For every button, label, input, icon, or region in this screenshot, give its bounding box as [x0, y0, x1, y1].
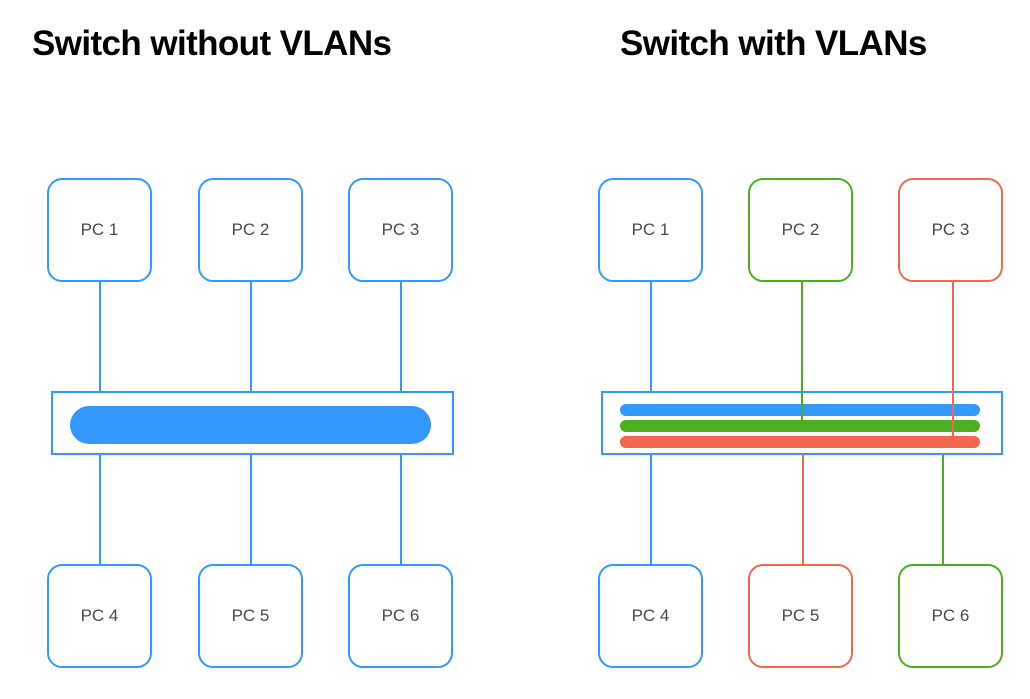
backplane-bar-vlan-blue: [620, 404, 980, 416]
backplane-bar-default-vlan: [70, 406, 431, 444]
page-title-left: Switch without VLANs: [32, 24, 392, 63]
pc-node-label: PC 6: [381, 606, 420, 625]
backplane-bar-vlan-red: [620, 436, 980, 448]
pc-node-label: PC 4: [631, 606, 670, 625]
pc-node-label: PC 5: [231, 606, 270, 625]
pc-node-label: PC 4: [80, 606, 119, 625]
link-pc2-to-green-bar: [801, 282, 803, 427]
pc-node-pc1-left[interactable]: PC 1: [47, 178, 152, 282]
pc-node-pc5-left[interactable]: PC 5: [198, 564, 303, 668]
pc-node-label: PC 5: [781, 606, 820, 625]
backplane-bar-vlan-green: [620, 420, 980, 432]
pc-node-label: PC 2: [781, 220, 820, 239]
pc-node-label: PC 1: [631, 220, 670, 239]
pc-node-pc2-right[interactable]: PC 2: [748, 178, 853, 282]
pc-node-pc1-right[interactable]: PC 1: [598, 178, 703, 282]
panel-with-vlans: Switch with VLANs PC 1 PC 2 PC 3 PC 4: [515, 0, 1030, 699]
pc-node-pc5-right[interactable]: PC 5: [748, 564, 853, 668]
link-pc3-to-red-bar: [952, 282, 954, 446]
pc-node-pc3-left[interactable]: PC 3: [348, 178, 453, 282]
page-title-right: Switch with VLANs: [620, 24, 927, 63]
panel-without-vlans: Switch without VLANs PC 1 PC 2 PC 3 PC 4…: [32, 24, 454, 668]
pc-node-pc4-right[interactable]: PC 4: [598, 564, 703, 668]
pc-node-label: PC 3: [381, 220, 420, 239]
pc-node-label: PC 6: [931, 606, 970, 625]
pc-node-pc2-left[interactable]: PC 2: [198, 178, 303, 282]
pc-node-pc4-left[interactable]: PC 4: [47, 564, 152, 668]
pc-node-label: PC 2: [231, 220, 270, 239]
pc-node-pc3-right[interactable]: PC 3: [898, 178, 1003, 282]
pc-node-label: PC 3: [931, 220, 970, 239]
link-red-bar-to-pc5: [802, 446, 804, 565]
pc-node-pc6-left[interactable]: PC 6: [348, 564, 453, 668]
pc-node-label: PC 1: [80, 220, 119, 239]
pc-node-pc6-right[interactable]: PC 6: [898, 564, 1003, 668]
link-green-bar-to-pc6: [942, 430, 944, 565]
